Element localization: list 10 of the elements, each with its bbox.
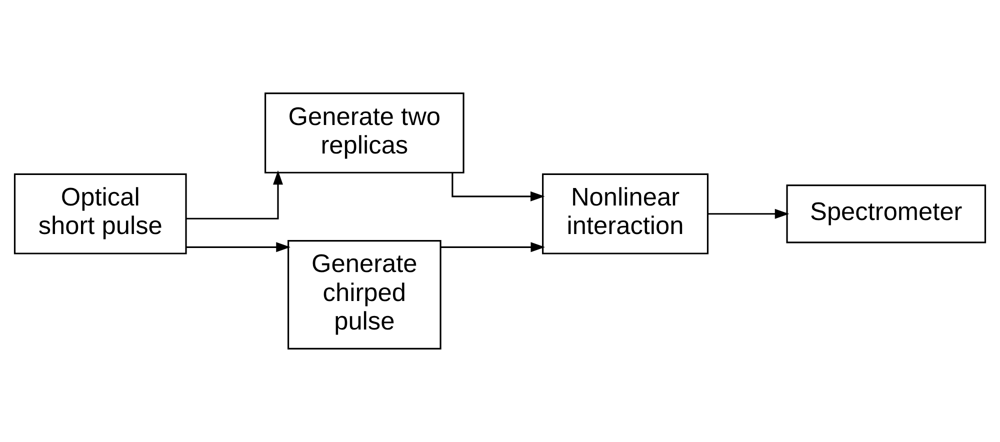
node-box: Optical short pulse (14, 173, 187, 254)
arrow (708, 208, 790, 219)
arrow (440, 242, 546, 252)
arrow (186, 242, 290, 252)
node-box: Generate two replicas (264, 92, 464, 174)
node-box: Nonlinear interaction (542, 173, 709, 254)
arrow (452, 172, 545, 202)
arrow (186, 170, 283, 220)
node-box: Spectrometer (786, 184, 986, 244)
node-box: Generate chirped pulse (288, 240, 442, 350)
